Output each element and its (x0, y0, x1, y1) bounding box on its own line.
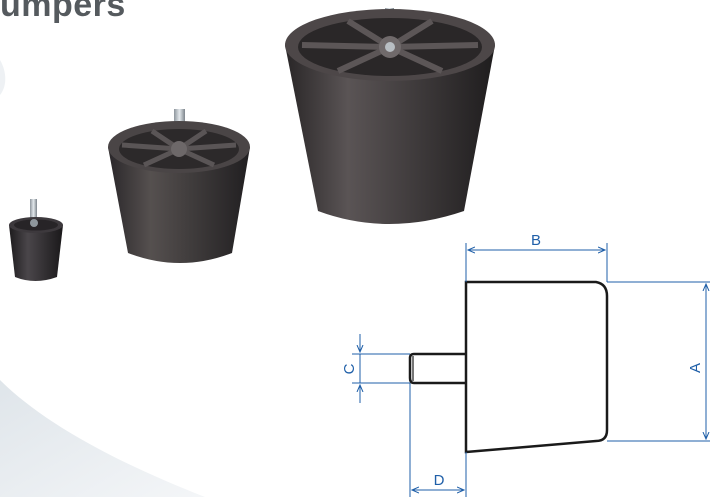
bumper-outline (464, 280, 609, 454)
dimension-label-a: A (687, 363, 704, 373)
page-title: umpers (0, 0, 126, 24)
dimension-label-c: C (341, 363, 358, 374)
dimension-label-d: D (434, 472, 445, 489)
dimension-label-b: B (531, 232, 541, 249)
small-bumper-image (9, 199, 63, 281)
large-bumper-image (285, 8, 495, 224)
stud-outline (408, 352, 466, 385)
medium-bumper-image (108, 109, 250, 263)
